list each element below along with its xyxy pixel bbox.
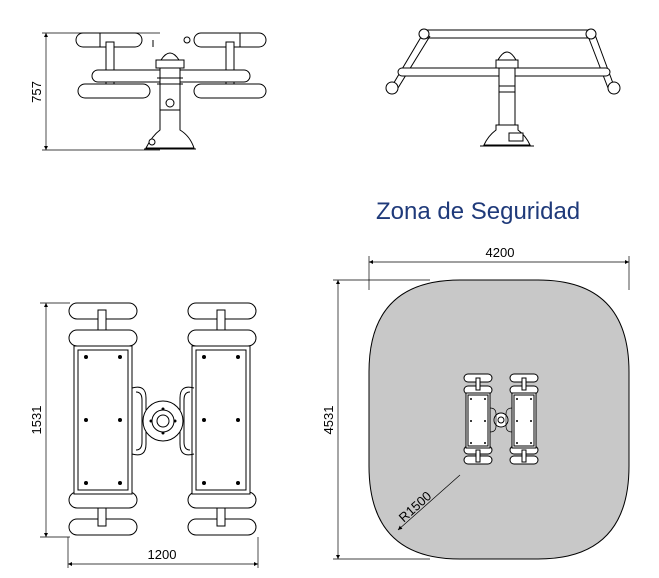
dimension-height: 757: [29, 32, 160, 151]
dimension-plan-width: 1200: [67, 537, 259, 568]
dimension-plan-width-label: 1200: [148, 547, 177, 562]
dimension-zone-length-label: 4531: [321, 406, 336, 435]
dimension-zone-width: 4200: [368, 245, 630, 290]
dimension-plan-length-label: 1531: [29, 406, 44, 435]
side-view: [385, 28, 621, 147]
dimension-zone-width-label: 4200: [486, 245, 515, 260]
dimension-zone-length: 4531: [321, 279, 430, 560]
front-view: 757: [29, 32, 267, 151]
safety-zone-title: Zona de Seguridad: [376, 198, 580, 225]
dimension-plan-length: 1531: [29, 302, 70, 538]
safety-zone-view: 4200 4531: [321, 245, 630, 560]
plan-view: 1531 1200: [29, 302, 259, 568]
equipment-mini: [463, 373, 539, 465]
dimension-height-label: 757: [29, 81, 44, 103]
